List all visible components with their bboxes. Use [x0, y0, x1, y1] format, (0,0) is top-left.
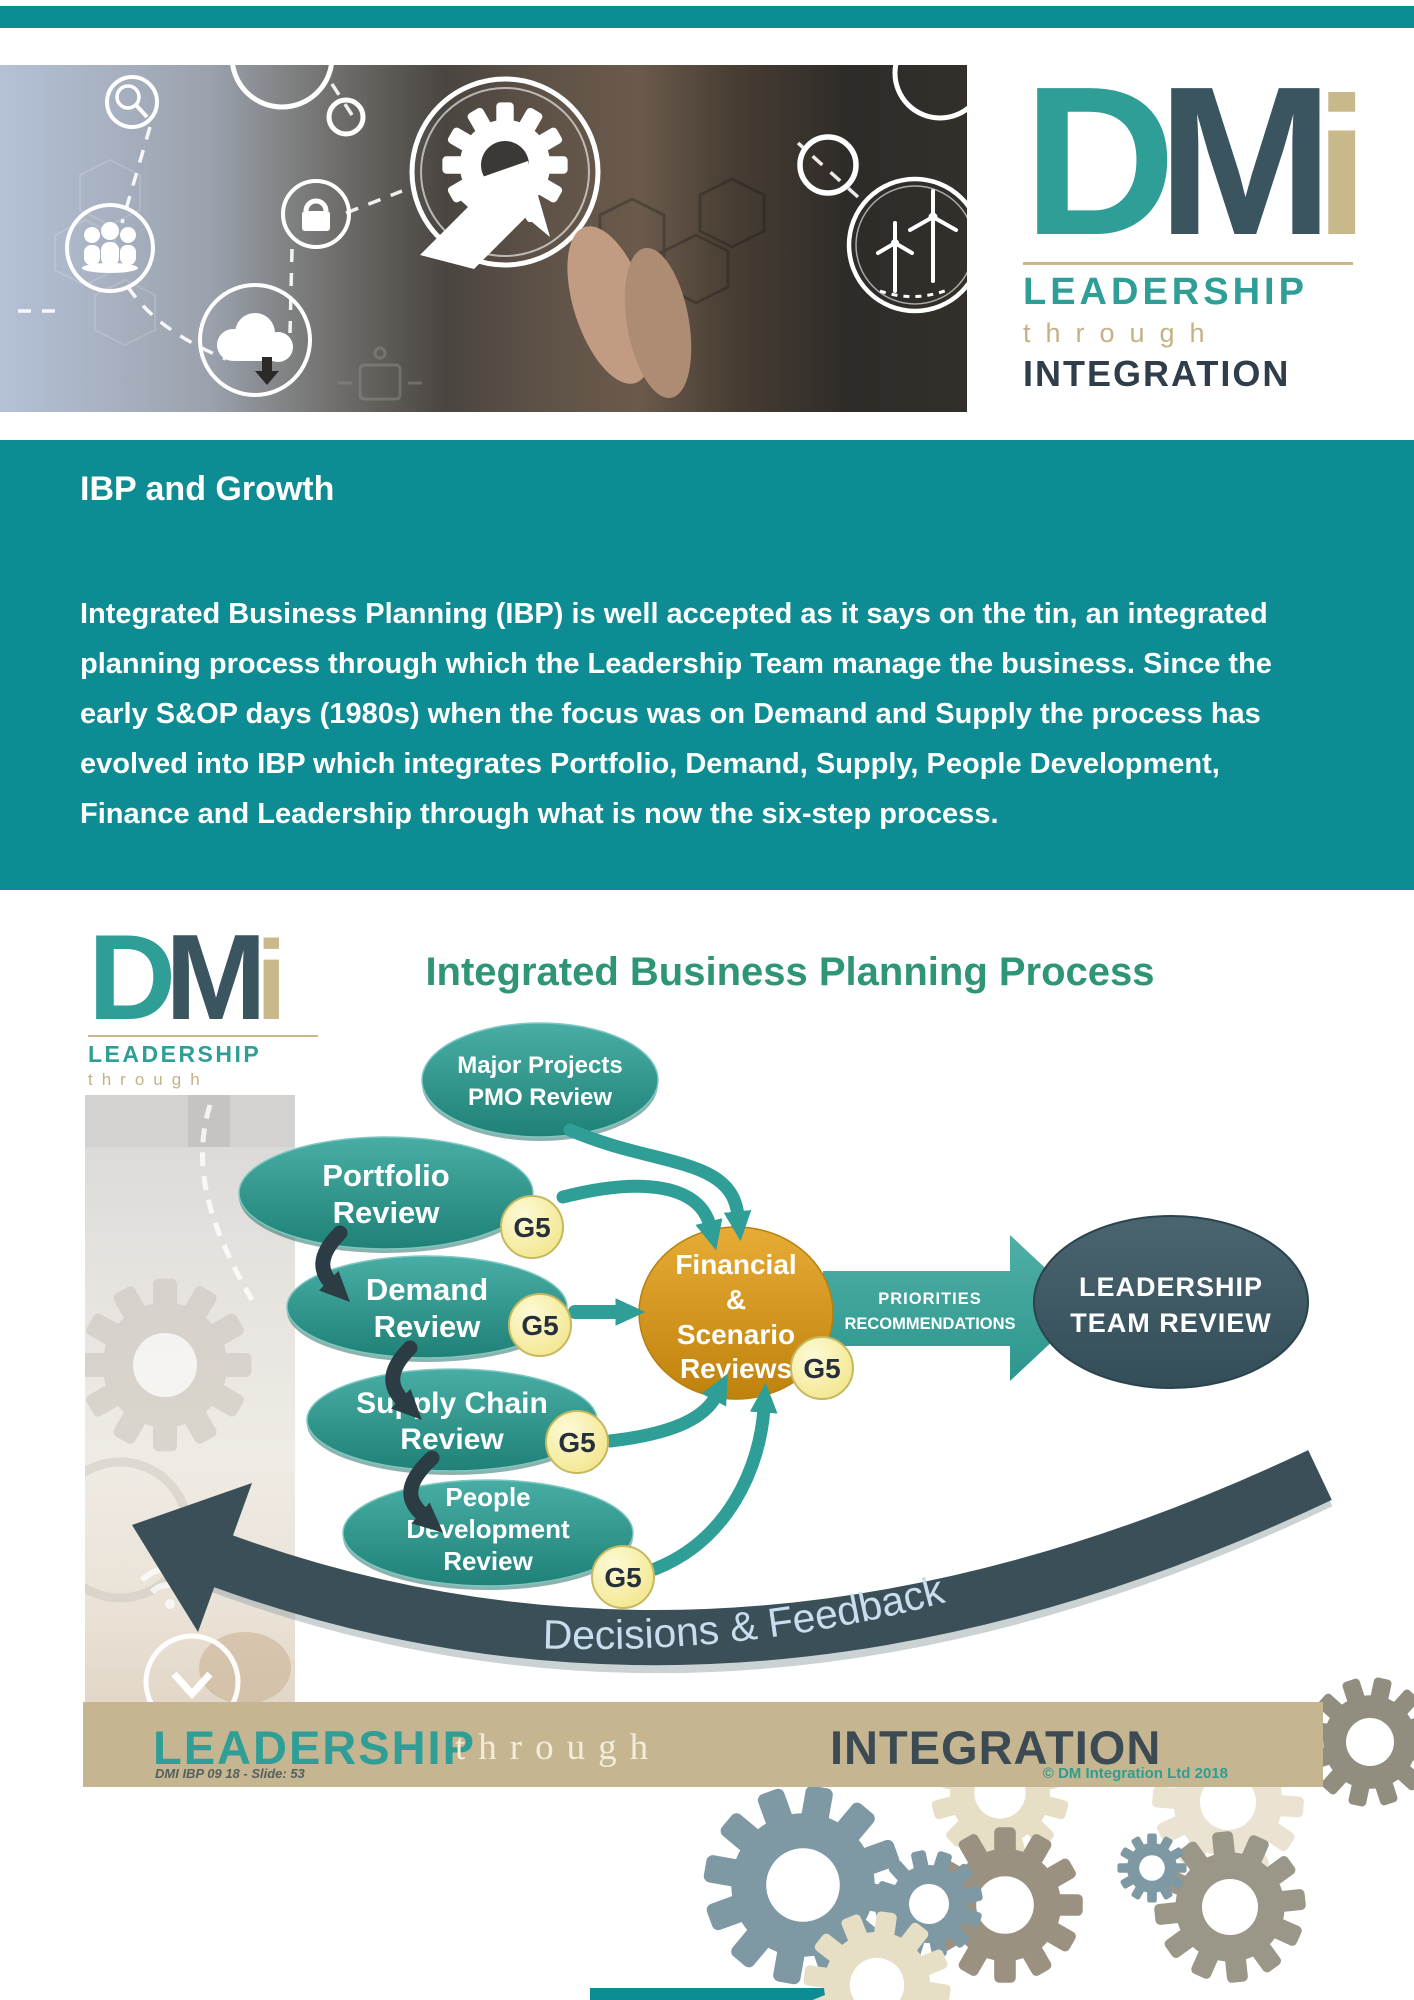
- major-to-financial-arrow: [563, 1123, 752, 1242]
- page-title: IBP and Growth: [80, 470, 335, 508]
- oval-label: Review: [443, 1546, 533, 1576]
- people-development-review-oval: People Development Review: [342, 1479, 634, 1590]
- feedback-arrowhead: [132, 1483, 252, 1632]
- logo-through-text: through: [1023, 318, 1220, 348]
- logo-letter-m: M: [165, 909, 267, 1045]
- circle-label: Reviews: [680, 1353, 792, 1384]
- gate-label: G5: [604, 1562, 641, 1593]
- gear-touch-icon: [409, 76, 601, 269]
- oval-label: Portfolio: [322, 1158, 449, 1193]
- gate-badge-people: G5: [591, 1545, 655, 1609]
- gate-badges: G5 G5 G5 G5 G5: [500, 1195, 854, 1609]
- demand-to-supply-arrow: [385, 1340, 422, 1420]
- footer-leadership-text: LEADERSHIP: [153, 1721, 476, 1774]
- gate-badge-demand: G5: [508, 1293, 572, 1357]
- robot-icon: [338, 346, 422, 401]
- oval-label: TEAM REVIEW: [1070, 1308, 1272, 1338]
- footer-banner: LEADERSHIP through INTEGRATION DMI IBP 0…: [83, 1702, 1323, 1787]
- team-icon: [65, 203, 155, 293]
- oval-label: Review: [400, 1423, 504, 1456]
- gear-icon: [1146, 1823, 1314, 1991]
- flow-arrows: [556, 1123, 778, 1576]
- circle-label: &: [726, 1284, 746, 1315]
- intro-paragraph: Integrated Business Planning (IBP) is we…: [80, 598, 1272, 830]
- supply-to-financial-arrow: [603, 1373, 728, 1448]
- finger-touch: [567, 226, 692, 399]
- logo-letter-d: D: [1023, 42, 1176, 279]
- logo-through-text: through: [88, 1070, 209, 1089]
- bottom-accent-bar: [590, 1988, 830, 2000]
- diagram-title: Integrated Business Planning Process: [425, 950, 1155, 994]
- gate-label: G5: [558, 1427, 595, 1458]
- gate-label: G5: [803, 1353, 840, 1384]
- portfolio-to-demand-arrow: [315, 1225, 350, 1302]
- footer-integration-text: INTEGRATION: [830, 1721, 1162, 1774]
- step-arrows: [315, 1225, 444, 1533]
- ibp-diagram-section: DMi LEADERSHIP through INTEGRATION Integ…: [70, 916, 1346, 1780]
- logo-leadership-text: LEADERSHIP: [1023, 271, 1308, 313]
- priorities-label: PRIORITIES: [878, 1290, 982, 1308]
- slide-reference: DMI IBP 09 18 - Slide: 53: [155, 1766, 305, 1781]
- supply-chain-review-oval: Supply Chain Review: [306, 1368, 598, 1475]
- major-projects-oval: Major Projects PMO Review: [421, 1022, 659, 1141]
- intro-section: IBP and Growth Integrated Business Plann…: [0, 440, 1414, 890]
- logo-integration-text: INTEGRATION: [1023, 353, 1291, 394]
- logo-divider: [1023, 262, 1353, 265]
- recommendations-label: RECOMMENDATIONS: [844, 1315, 1015, 1333]
- oval-label: Demand: [366, 1272, 488, 1307]
- oval-label: Major Projects: [457, 1052, 622, 1079]
- logo-letter-i: i: [1314, 57, 1370, 276]
- logo-letter-d: D: [88, 909, 176, 1045]
- dmi-logo-letters: DMi: [1023, 55, 1369, 267]
- circle-label: Financial: [675, 1249, 796, 1280]
- leadership-team-review-oval: LEADERSHIP TEAM REVIEW: [1033, 1215, 1309, 1389]
- gate-label: G5: [521, 1310, 558, 1341]
- search-icon: [105, 75, 159, 129]
- priorities-arrow: PRIORITIES RECOMMENDATIONS: [823, 1235, 1088, 1381]
- circle-arrow-icon: [143, 1633, 241, 1702]
- financial-scenario-circle: Financial & Scenario Reviews: [638, 1226, 834, 1400]
- hero-photo-illustration: [0, 65, 967, 412]
- cloud-transfer-icon: [198, 283, 312, 397]
- oval-label: Review: [374, 1309, 482, 1344]
- gate-badge-financial: G5: [790, 1336, 854, 1400]
- small-rings: [230, 65, 967, 196]
- portfolio-to-financial-arrow: [556, 1179, 723, 1251]
- circle-label: Scenario: [677, 1319, 795, 1350]
- decisions-feedback-banner: Decisions & Feedback: [132, 1450, 1333, 1674]
- ibp-process-diagram: Decisions & Feedback Major Projects PMO …: [85, 1022, 1333, 1702]
- dmi-logo-letters: DMi: [88, 916, 318, 1038]
- logo-letter-m: M: [1157, 42, 1334, 279]
- portfolio-review-oval: Portfolio Review: [238, 1136, 534, 1253]
- gate-badge-portfolio: G5: [500, 1195, 564, 1259]
- oval-label: Review: [333, 1195, 441, 1230]
- hero-photo: [0, 65, 967, 412]
- logo-divider: [88, 1035, 318, 1037]
- people-to-financial-arrow: [648, 1382, 778, 1576]
- logo-leadership-text: LEADERSHIP: [88, 1041, 262, 1067]
- oval-label: Supply Chain: [356, 1387, 548, 1420]
- lock-icon: [281, 179, 351, 249]
- demand-review-oval: Demand Review: [286, 1255, 568, 1362]
- copyright-text: © DM Integration Ltd 2018: [1042, 1765, 1228, 1782]
- oval-label: LEADERSHIP: [1079, 1272, 1263, 1302]
- footer-through-text: through: [455, 1727, 662, 1768]
- oval-label: PMO Review: [468, 1084, 612, 1111]
- wind-turbines-icon: [846, 176, 967, 314]
- oval-label: People: [445, 1482, 530, 1512]
- gate-badge-supply: G5: [545, 1410, 609, 1474]
- supply-to-people-arrow: [403, 1450, 444, 1533]
- top-accent-bar: [0, 6, 1414, 28]
- gate-label: G5: [513, 1212, 550, 1243]
- dmi-logo: DMi LEADERSHIP through INTEGRATION: [1023, 55, 1369, 395]
